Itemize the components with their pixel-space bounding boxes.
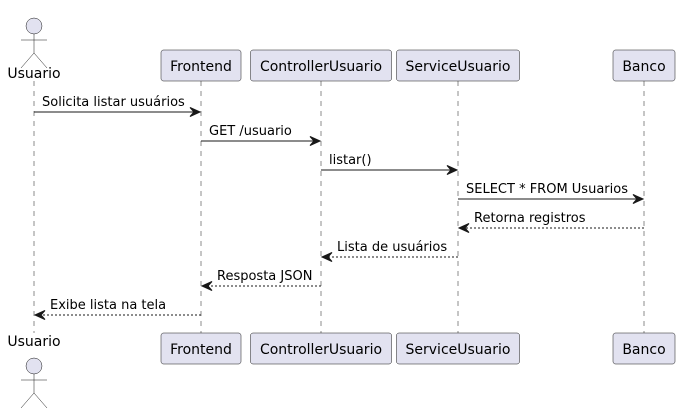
- message-label: Exibe lista na tela: [50, 298, 166, 313]
- message-label: Resposta JSON: [217, 269, 312, 284]
- actor-icon-top: [20, 17, 48, 69]
- message-label: Lista de usuários: [337, 240, 447, 255]
- actor-head: [25, 17, 43, 35]
- arrowhead-icon: [189, 107, 202, 117]
- message-label: listar(): [329, 153, 372, 168]
- participant-label-banco-bottom: Banco: [622, 342, 665, 358]
- arrowhead-icon: [632, 194, 645, 204]
- message-7: Resposta JSON: [200, 269, 321, 291]
- message-1: Solicita listar usuários: [34, 95, 202, 117]
- arrowhead-icon: [446, 165, 459, 175]
- participant-rect-controller-top: [250, 49, 392, 82]
- participant-label-controller-bottom: ControllerUsuario: [260, 342, 382, 358]
- participant-label-service-bottom: ServiceUsuario: [406, 342, 511, 358]
- participant-rect-service-bottom: [396, 332, 520, 365]
- participant-label-frontend-top: Frontend: [170, 59, 232, 75]
- participant-rect-service-top: [396, 49, 520, 82]
- participant-rect-banco-bottom: [612, 332, 676, 365]
- participant-label-frontend-bottom: Frontend: [170, 342, 232, 358]
- message-4: SELECT * FROM Usuarios: [458, 182, 645, 204]
- participant-box-controller-top: ControllerUsuario: [250, 49, 392, 82]
- actor-left-leg: [20, 52, 35, 69]
- message-3: listar(): [321, 153, 459, 175]
- participant-box-banco-bottom: Banco: [612, 332, 676, 365]
- message-8: Exibe lista na tela: [33, 298, 201, 320]
- participant-rect-controller-bottom: [250, 332, 392, 365]
- actor-left-leg: [20, 392, 35, 409]
- actor-label-top: Usuario: [7, 66, 60, 82]
- message-label: GET /usuario: [209, 124, 292, 139]
- actor-label-bottom: Usuario: [7, 334, 60, 350]
- participant-label-service-top: ServiceUsuario: [406, 59, 511, 75]
- message-label: SELECT * FROM Usuarios: [466, 182, 628, 197]
- actor-icon-bottom: [20, 357, 48, 409]
- actor-head: [25, 357, 43, 375]
- message-5: Retorna registros: [457, 211, 644, 233]
- arrowhead-icon: [457, 223, 470, 233]
- participant-box-controller-bottom: ControllerUsuario: [250, 332, 392, 365]
- participant-rect-frontend-bottom: [160, 332, 242, 365]
- participant-box-service-bottom: ServiceUsuario: [396, 332, 520, 365]
- arrowhead-icon: [320, 252, 333, 262]
- participant-label-controller-top: ControllerUsuario: [260, 59, 382, 75]
- participant-box-banco-top: Banco: [612, 49, 676, 82]
- actor-right-leg: [33, 392, 48, 409]
- message-label: Retorna registros: [474, 211, 586, 226]
- participant-rect-frontend-top: [160, 49, 242, 82]
- arrowhead-icon: [309, 136, 322, 146]
- participant-label-banco-top: Banco: [622, 59, 665, 75]
- participant-box-frontend-top: Frontend: [160, 49, 242, 82]
- arrowhead-icon: [33, 310, 46, 320]
- participant-box-frontend-bottom: Frontend: [160, 332, 242, 365]
- participant-rect-banco-top: [612, 49, 676, 82]
- message-2: GET /usuario: [201, 124, 322, 146]
- message-label: Solicita listar usuários: [42, 95, 185, 110]
- actor-right-leg: [33, 52, 48, 69]
- message-6: Lista de usuários: [320, 240, 458, 262]
- arrowhead-icon: [200, 281, 213, 291]
- participant-box-service-top: ServiceUsuario: [396, 49, 520, 82]
